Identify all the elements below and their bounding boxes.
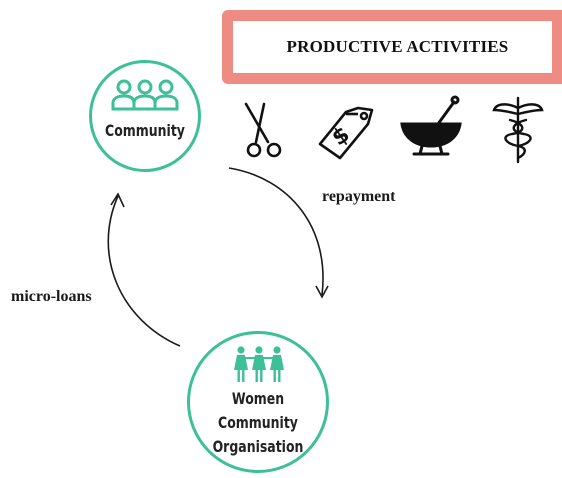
women-community-organisation-label: Women Community Organisation xyxy=(205,387,311,459)
mortar-pestle-icon xyxy=(400,95,462,156)
price-tag-icon: $ xyxy=(318,106,374,160)
community-label: Community xyxy=(105,121,185,140)
productive-activities-banner: PRODUCTIVE ACTIVITIES xyxy=(222,10,562,84)
micro-loans-label: micro-loans xyxy=(11,288,92,305)
women-label-line-1: Women xyxy=(231,389,285,408)
banner-title: PRODUCTIVE ACTIVITIES xyxy=(286,37,509,56)
women-community-organisation-node: Women Community Organisation xyxy=(187,331,329,473)
women-label-line-2: Community xyxy=(218,413,298,432)
repayment-label: repayment xyxy=(322,188,396,205)
repayment-arrowhead xyxy=(315,285,329,299)
repayment-arrow xyxy=(228,167,324,296)
people-group-icon xyxy=(111,79,179,111)
scissors-icon xyxy=(244,102,282,158)
community-node: Community xyxy=(89,60,201,172)
micro-loans-arrow xyxy=(107,195,181,347)
women-group-icon xyxy=(234,346,284,382)
micro-loans-arrowhead xyxy=(110,192,125,208)
caduceus-icon xyxy=(492,96,544,164)
women-label-line-3: Organisation xyxy=(212,437,304,456)
